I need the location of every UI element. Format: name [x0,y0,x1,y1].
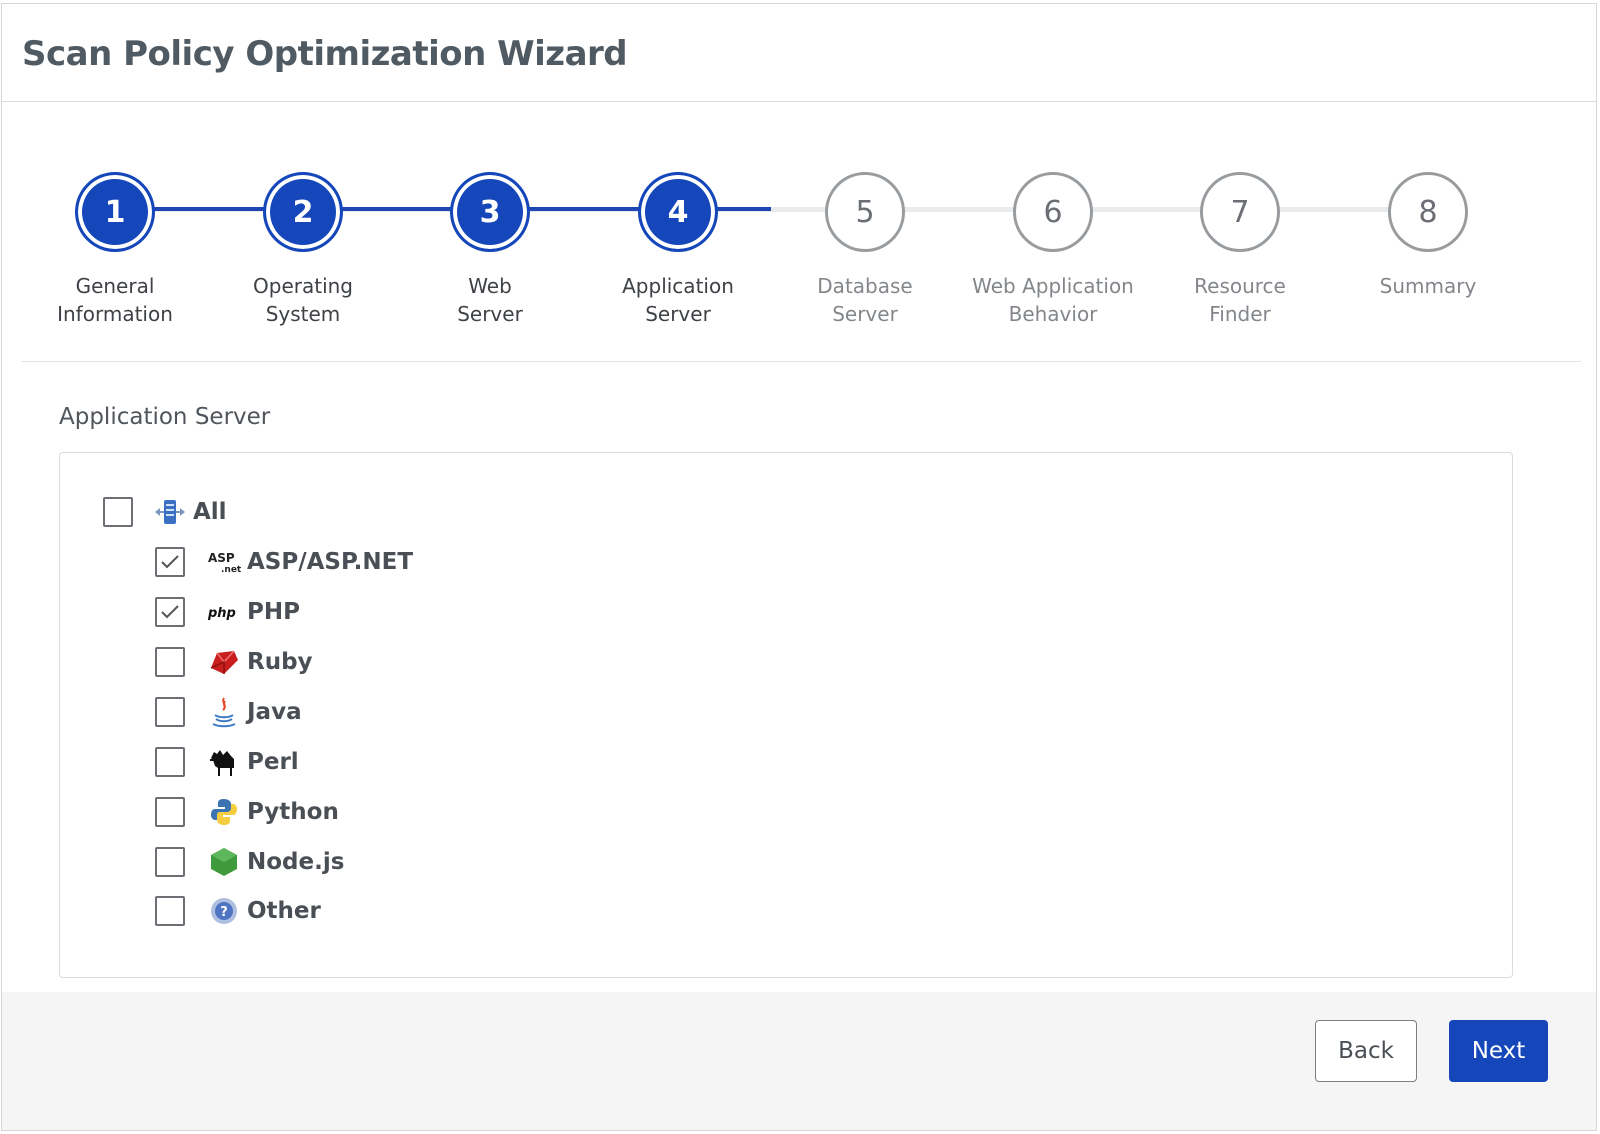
checkbox-other[interactable] [155,896,185,926]
step-circle: 3 [450,172,530,252]
option-label: Perl [247,749,299,775]
step-circle: 7 [1200,172,1280,252]
option-all[interactable]: All [103,494,227,530]
svg-text:.net: .net [221,565,241,575]
wizard-dialog: Scan Policy Optimization Wizard 1 Genera… [1,3,1597,1131]
dialog-header: Scan Policy Optimization Wizard [2,4,1596,102]
option-nodejs[interactable]: Node.js [155,844,344,880]
option-label: All [193,499,227,525]
checkbox-perl[interactable] [155,747,185,777]
option-java[interactable]: Java [155,694,302,730]
checkbox-nodejs[interactable] [155,847,185,877]
option-label: Python [247,799,339,825]
step-label: Summary [1379,274,1477,298]
nodejs-icon [207,845,241,879]
checkbox-aspnet[interactable] [155,547,185,577]
step-circle: 4 [638,172,718,252]
python-icon [207,795,241,829]
option-python[interactable]: Python [155,794,339,830]
step-circle: 2 [263,172,343,252]
checkbox-all[interactable] [103,497,133,527]
section-title: Application Server [59,404,271,430]
option-other[interactable]: ? Other [155,893,321,929]
step-circle: 1 [75,172,155,252]
java-icon [207,695,241,729]
checkbox-python[interactable] [155,797,185,827]
dialog-footer: Back Next [2,992,1596,1130]
stepper-divider [21,361,1581,362]
php-icon: php [207,595,241,629]
option-perl[interactable]: Perl [155,744,299,780]
option-label: Other [247,898,321,924]
step-circle: 6 [1013,172,1093,252]
stepper-progress-track [115,207,771,211]
server-icon [153,495,187,529]
application-server-panel: All ASP .net ASP/ASP.NET php [59,452,1513,978]
checkbox-php[interactable] [155,597,185,627]
next-button[interactable]: Next [1449,1020,1548,1082]
option-ruby[interactable]: Ruby [155,644,313,680]
question-icon: ? [207,894,241,928]
checkbox-java[interactable] [155,697,185,727]
option-label: ASP/ASP.NET [247,549,414,575]
perl-icon [207,745,241,779]
option-label: Ruby [247,649,313,675]
option-aspnet[interactable]: ASP .net ASP/ASP.NET [155,544,413,580]
stepper-track [115,207,1428,212]
option-label: Node.js [247,849,345,875]
step-circle: 8 [1388,172,1468,252]
ruby-icon [207,645,241,679]
back-button[interactable]: Back [1315,1020,1417,1082]
svg-text:ASP: ASP [208,551,235,565]
svg-text:php: php [207,606,236,621]
step-summary[interactable]: 8 Summary [1338,172,1518,300]
option-label: Java [247,699,302,725]
step-circle: 5 [825,172,905,252]
option-php[interactable]: php PHP [155,594,300,630]
aspnet-icon: ASP .net [207,545,241,579]
svg-text:?: ? [220,905,228,920]
option-label: PHP [247,599,300,625]
dialog-title: Scan Policy Optimization Wizard [22,34,628,74]
checkbox-ruby[interactable] [155,647,185,677]
